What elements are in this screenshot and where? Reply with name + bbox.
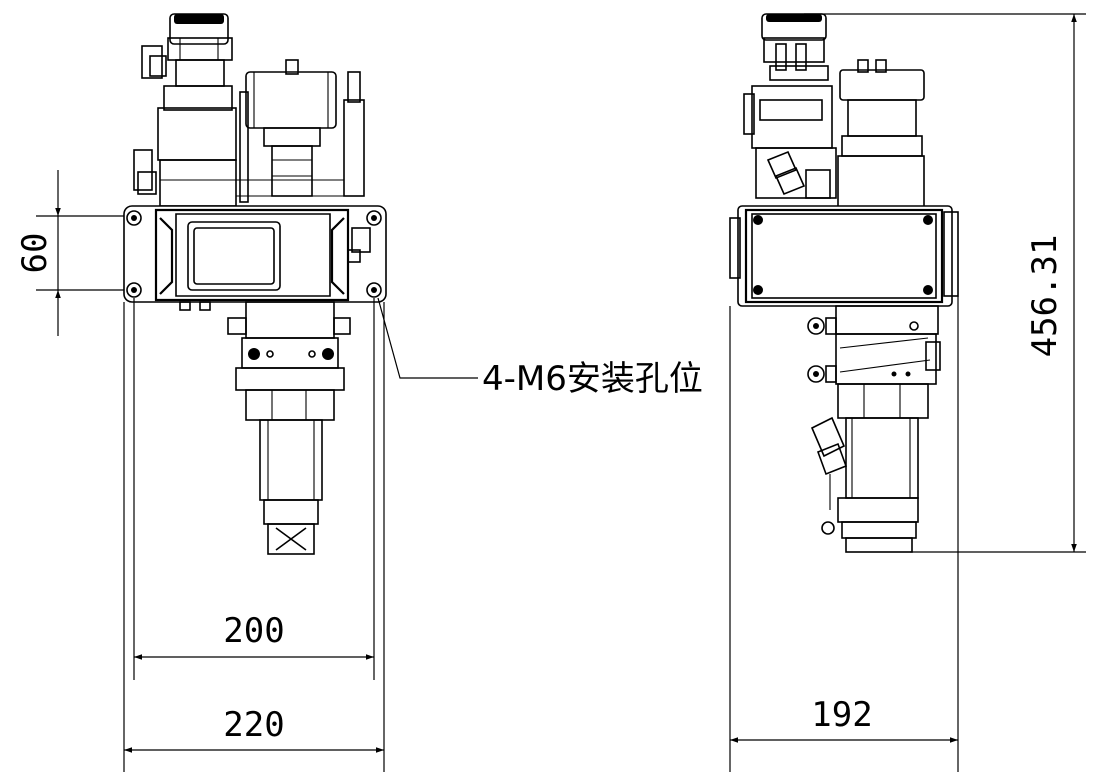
dim-192-label: 192 <box>811 695 872 735</box>
dim-200-label: 200 <box>223 611 284 651</box>
front-view <box>36 13 478 772</box>
side-view <box>729 13 1086 772</box>
dim-220-label: 220 <box>223 705 284 745</box>
mount-holes-annotation: 4-M6安装孔位 <box>482 359 703 399</box>
dim-60-label: 60 <box>15 233 55 274</box>
dim-456-label: 456.31 <box>1025 235 1065 358</box>
